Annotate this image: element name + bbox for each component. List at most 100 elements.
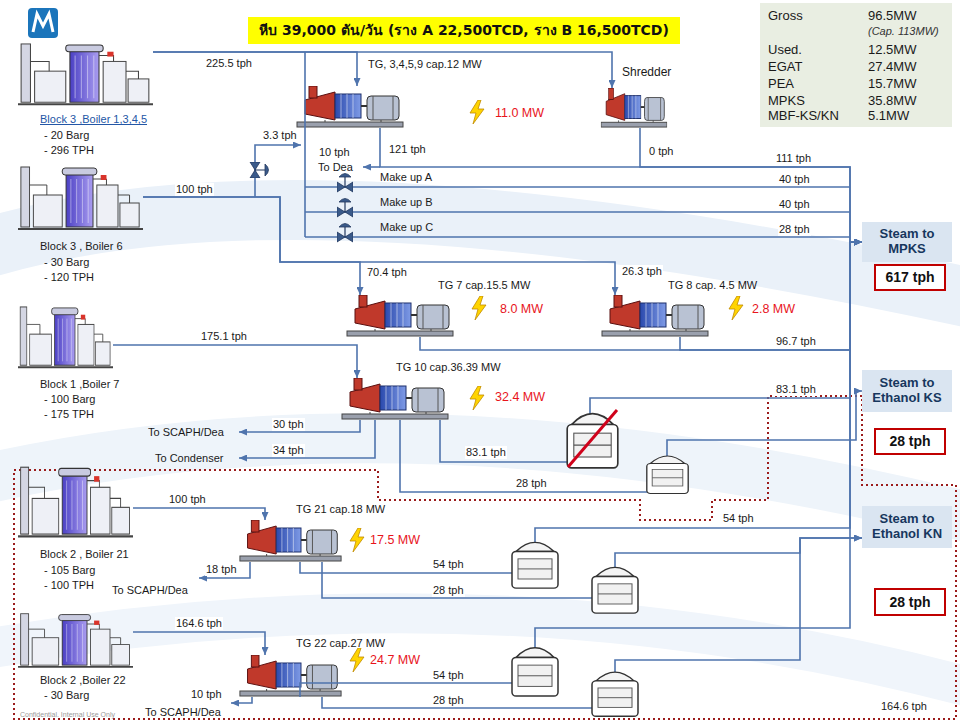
node-label: PEA — [768, 77, 794, 92]
node-label: 15.7MW — [868, 77, 916, 92]
turbine-generator: TG 22 cap.27 MW24.7 MW — [238, 655, 343, 697]
flow-label: 0 tph — [648, 145, 674, 158]
boiler-block: Block 2 ,Boiler 22- 30 Barg — [18, 612, 133, 672]
node-label: - 120 TPH — [44, 271, 94, 284]
node-label: Block 3 , Boiler 6 — [40, 240, 123, 253]
turbine-illustration — [602, 295, 708, 336]
node-label: Block 2 ,Boiler 22 — [40, 674, 126, 687]
node-label: TG 8 cap. 4.5 MW — [668, 279, 757, 292]
node-label: Steam to MPKS — [865, 227, 949, 257]
turbine-illustration — [347, 295, 453, 336]
cooler-illustration — [512, 648, 558, 696]
shredder-illustration — [601, 88, 667, 127]
steam-pipe — [113, 345, 357, 378]
node-label: 5.1MW — [868, 109, 909, 124]
flow-annotation: 40 tph — [778, 198, 811, 211]
node-label: 12.5MW — [868, 43, 916, 58]
node-label: - 175 TPH — [44, 408, 94, 421]
watermark: Confidential. Internal Use Only — [20, 711, 115, 719]
node-label: Steam to Ethanol KS — [865, 376, 949, 406]
turbine-generator: TG, 3,4,5,9 cap.12 MW11.0 MW — [295, 86, 405, 128]
cooler-illustration — [592, 567, 638, 613]
boiler-block: Block 2 , Boiler 21- 105 Barg- 100 TPH — [18, 465, 133, 543]
steam-pipe — [400, 391, 862, 492]
flow-annotation: To SCAPH/Dea — [148, 426, 224, 439]
steam-flow-value: 617 tph — [874, 264, 946, 291]
turbine-generator: TG 21 cap.18 MW17.5 MW — [238, 520, 343, 562]
node-label: TG 7 cap.15.5 MW — [438, 279, 530, 292]
node-label: 24.7 MW — [370, 653, 420, 667]
cooler-illustration — [647, 456, 688, 494]
summary-panel: Gross96.5MW(Cap. 113MW)Used.12.5MWEGAT27… — [760, 3, 952, 127]
power-bolt — [350, 648, 364, 672]
boiler-block: Block 3 ,Boiler 1,3,4,5- 20 Barg- 296 TP… — [18, 42, 153, 110]
out-of-service-cross — [568, 410, 617, 467]
flow-annotation: 164.6 tph — [880, 700, 928, 713]
flow-label: 225.5 tph — [205, 57, 253, 70]
node-label: - 296 TPH — [44, 144, 94, 157]
background-swoosh — [0, 438, 960, 520]
flow-annotation: To SCAPH/Dea — [112, 584, 188, 597]
flow-annotation: Make up A — [380, 171, 432, 184]
flow-annotation: 3.3 tph — [262, 129, 298, 142]
steam-pipe — [143, 197, 360, 295]
node-label: - 100 Barg — [44, 393, 95, 406]
steam-flow-value: 28 tph — [874, 588, 946, 616]
scaph-pipe — [199, 562, 250, 578]
boiler-illustration — [18, 614, 133, 667]
boiler-illustration — [18, 307, 113, 367]
node-label: - 100 TPH — [44, 579, 94, 592]
node-label: Used. — [768, 43, 802, 58]
turbine-generator: TG 7 cap.15.5 MW8.0 MW — [345, 295, 455, 337]
valve-symbol — [250, 162, 269, 178]
flow-annotation: 10 tph — [318, 146, 351, 159]
node-label: TG, 3,4,5,9 cap.12 MW — [368, 58, 482, 71]
flow-annotation: 28 tph — [778, 223, 811, 236]
node-label: 17.5 MW — [370, 533, 420, 547]
node-label: MBF-KS/KN — [768, 109, 839, 124]
flow-label: 54 tph — [432, 558, 465, 571]
power-bolt — [350, 528, 364, 552]
turbine-illustration — [297, 86, 403, 127]
flow-label: 164.6 tph — [175, 617, 223, 630]
power-bolt — [472, 296, 486, 320]
node-label: EGAT — [768, 60, 802, 75]
node-label: Block 2 , Boiler 21 — [40, 548, 129, 561]
flow-annotation: Make up C — [380, 221, 433, 234]
node-label: - 20 Barg — [44, 129, 89, 142]
dotted-region — [14, 396, 956, 719]
node-label: Block 3 ,Boiler 1,3,4,5 — [40, 113, 147, 126]
node-label: - 105 Barg — [44, 564, 95, 577]
steam-destination: Steam to MPKS — [862, 222, 952, 262]
makeup-pipe — [305, 52, 850, 237]
bypass-pipe — [255, 145, 301, 197]
node-label: Shredder — [622, 66, 671, 80]
node-label: 2.8 MW — [752, 302, 795, 316]
steam-destination: Steam to Ethanol KN — [862, 506, 952, 548]
flow-label: 83.1 tph — [465, 446, 507, 459]
node-label: Steam to Ethanol KN — [865, 512, 949, 542]
flow-label: 28 tph — [515, 477, 548, 490]
flow-label: 96.7 tph — [775, 335, 817, 348]
flow-label: 121 tph — [388, 143, 427, 156]
boiler-illustration — [18, 44, 153, 104]
boiler-illustration — [18, 167, 143, 229]
flow-label: 175.1 tph — [200, 330, 248, 343]
valve-symbol — [337, 199, 353, 218]
steam-pipe — [420, 242, 862, 350]
node-label: 35.8MW — [868, 94, 916, 109]
flow-label: 28 tph — [432, 694, 465, 707]
turbine-generator: TG 10 cap.36.39 MW32.4 MW — [340, 378, 450, 420]
flow-label: 26.3 tph — [621, 265, 663, 278]
steam-pipe — [680, 242, 862, 350]
steam-pipe — [300, 242, 862, 573]
node-label: 96.5MW — [868, 9, 916, 24]
background-swoosh — [0, 613, 960, 690]
node-label: 27.4MW — [868, 60, 916, 75]
node-label: 32.4 MW — [495, 390, 545, 404]
turbine-illustration — [240, 520, 341, 561]
steam-pipe — [153, 52, 612, 88]
diagram-title: หีบ 39,000 ตัน/วัน (ราง A 22,500TCD, ราง… — [248, 17, 680, 44]
company-logo — [28, 8, 58, 38]
